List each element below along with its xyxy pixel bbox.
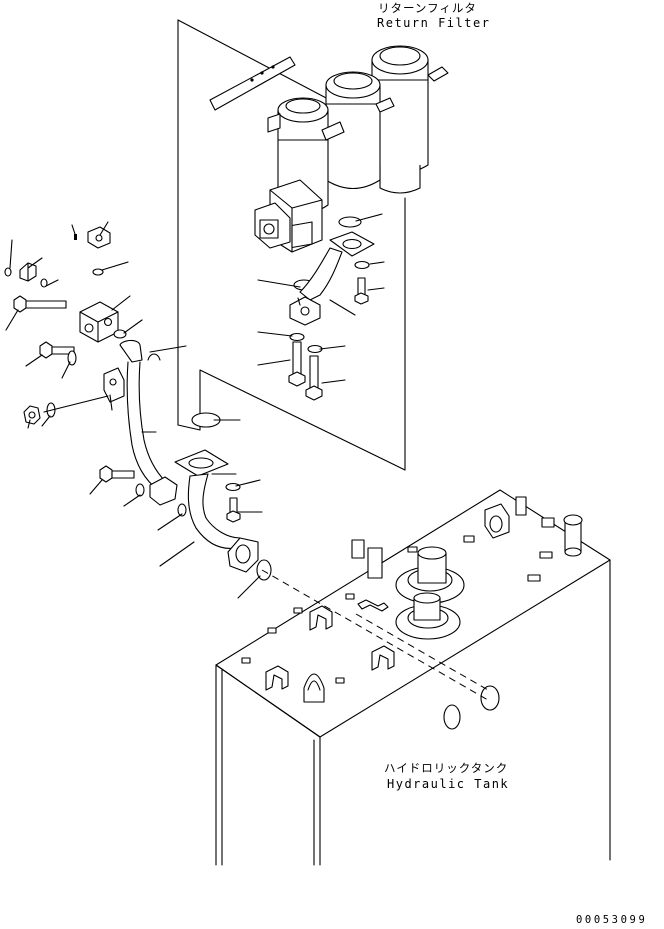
filter-head-block (255, 180, 322, 252)
tank-port (481, 686, 499, 710)
washer (355, 262, 369, 269)
tank-bracket (485, 504, 509, 538)
tank-fitting (346, 594, 354, 599)
tank-fitting (464, 536, 474, 542)
tank-bracket (304, 674, 324, 702)
tank-fitting (408, 547, 417, 552)
tank-fitting (294, 608, 302, 613)
adapter-fitting (20, 263, 36, 281)
valve-block (80, 302, 118, 342)
hex-bolt (355, 278, 368, 304)
washer (290, 334, 304, 341)
drain-fitting (358, 600, 388, 611)
tank-port (444, 705, 460, 729)
return-hose (120, 340, 177, 505)
o-ring (114, 330, 126, 338)
tank-bracket (266, 666, 288, 690)
o-ring (178, 504, 186, 516)
tank-inlet-elbow (175, 450, 258, 572)
strainer-cover (396, 593, 460, 639)
o-ring (257, 560, 271, 580)
long-bolt (14, 296, 66, 312)
hydraulic-tank-label-en: Hydraulic Tank (387, 777, 510, 791)
o-ring (339, 217, 361, 227)
washer (226, 484, 240, 491)
breather (564, 515, 582, 556)
hex-bolt (100, 466, 134, 482)
hex-nut (24, 406, 40, 424)
tank-fitting (268, 628, 276, 633)
leader-lines (6, 214, 384, 598)
filter-bracket-plate (210, 57, 295, 110)
tank-fitting (540, 552, 552, 558)
fitting-elbow (88, 227, 110, 248)
hex-bolt (227, 498, 240, 522)
o-ring (93, 269, 103, 275)
tank-bracket (310, 606, 332, 630)
o-ring (41, 279, 47, 287)
filter-outlet-elbow (290, 232, 374, 325)
hex-bolt (40, 342, 74, 358)
return-filter-label-en: Return Filter (377, 16, 491, 30)
o-ring (5, 268, 11, 276)
tank-fitting (528, 575, 540, 581)
filter-canister-rear (372, 46, 448, 193)
tank-fitting (516, 497, 526, 515)
washer (136, 484, 144, 496)
hydraulic-tank-label-jp: ハイドロリックタンク (384, 761, 509, 775)
strainer-cover (396, 547, 464, 603)
hydraulic-tank (216, 490, 610, 865)
hex-bolt (289, 342, 305, 386)
filter-mount-panel (178, 20, 405, 470)
return-filter-assembly (255, 46, 448, 252)
hex-bolt (306, 356, 322, 400)
tank-fitting (542, 518, 554, 527)
return-filter-label-jp: リターンフィルタ (378, 1, 477, 15)
tank-fitting (242, 658, 250, 663)
clip-bracket (104, 368, 124, 402)
tank-bracket (372, 646, 394, 670)
tank-fitting (336, 678, 344, 683)
level-switch (352, 540, 382, 578)
drawing-code: 00053099 (576, 914, 648, 926)
